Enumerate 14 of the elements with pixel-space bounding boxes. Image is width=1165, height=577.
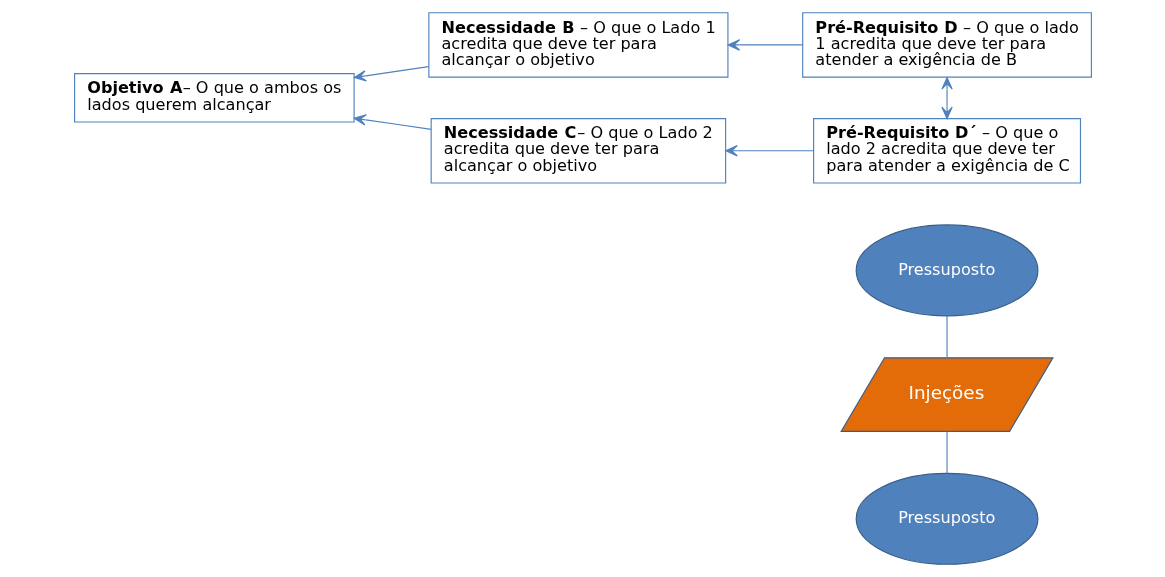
node-ellipse: Pressuposto	[855, 224, 1038, 317]
connector	[945, 430, 948, 474]
arrow	[353, 66, 429, 82]
node-box: Objetivo A– O que o ambos os lados querem alcançar	[73, 73, 355, 123]
node-box: Pré-Requisito D – O que o lado 1 acredita que deve ter para atender a exigência de B	[801, 12, 1092, 78]
arrow	[724, 145, 814, 157]
arrow	[353, 114, 432, 130]
arrow	[940, 77, 953, 120]
connector	[945, 315, 948, 359]
node-box: Necessidade C– O que o Lado 2 acredita que deve ter para alcançar o objetivo	[430, 117, 726, 184]
node-box: Necessidade B – O que o Lado 1 acredita que deve ter para alcançar o objetivo	[427, 12, 728, 78]
node-ellipse: Pressuposto	[855, 472, 1038, 565]
arrow	[727, 39, 803, 51]
node-box: Pré-Requisito D´ – O que o lado 2 acredita que deve ter para atender a exigência de C	[812, 117, 1081, 184]
